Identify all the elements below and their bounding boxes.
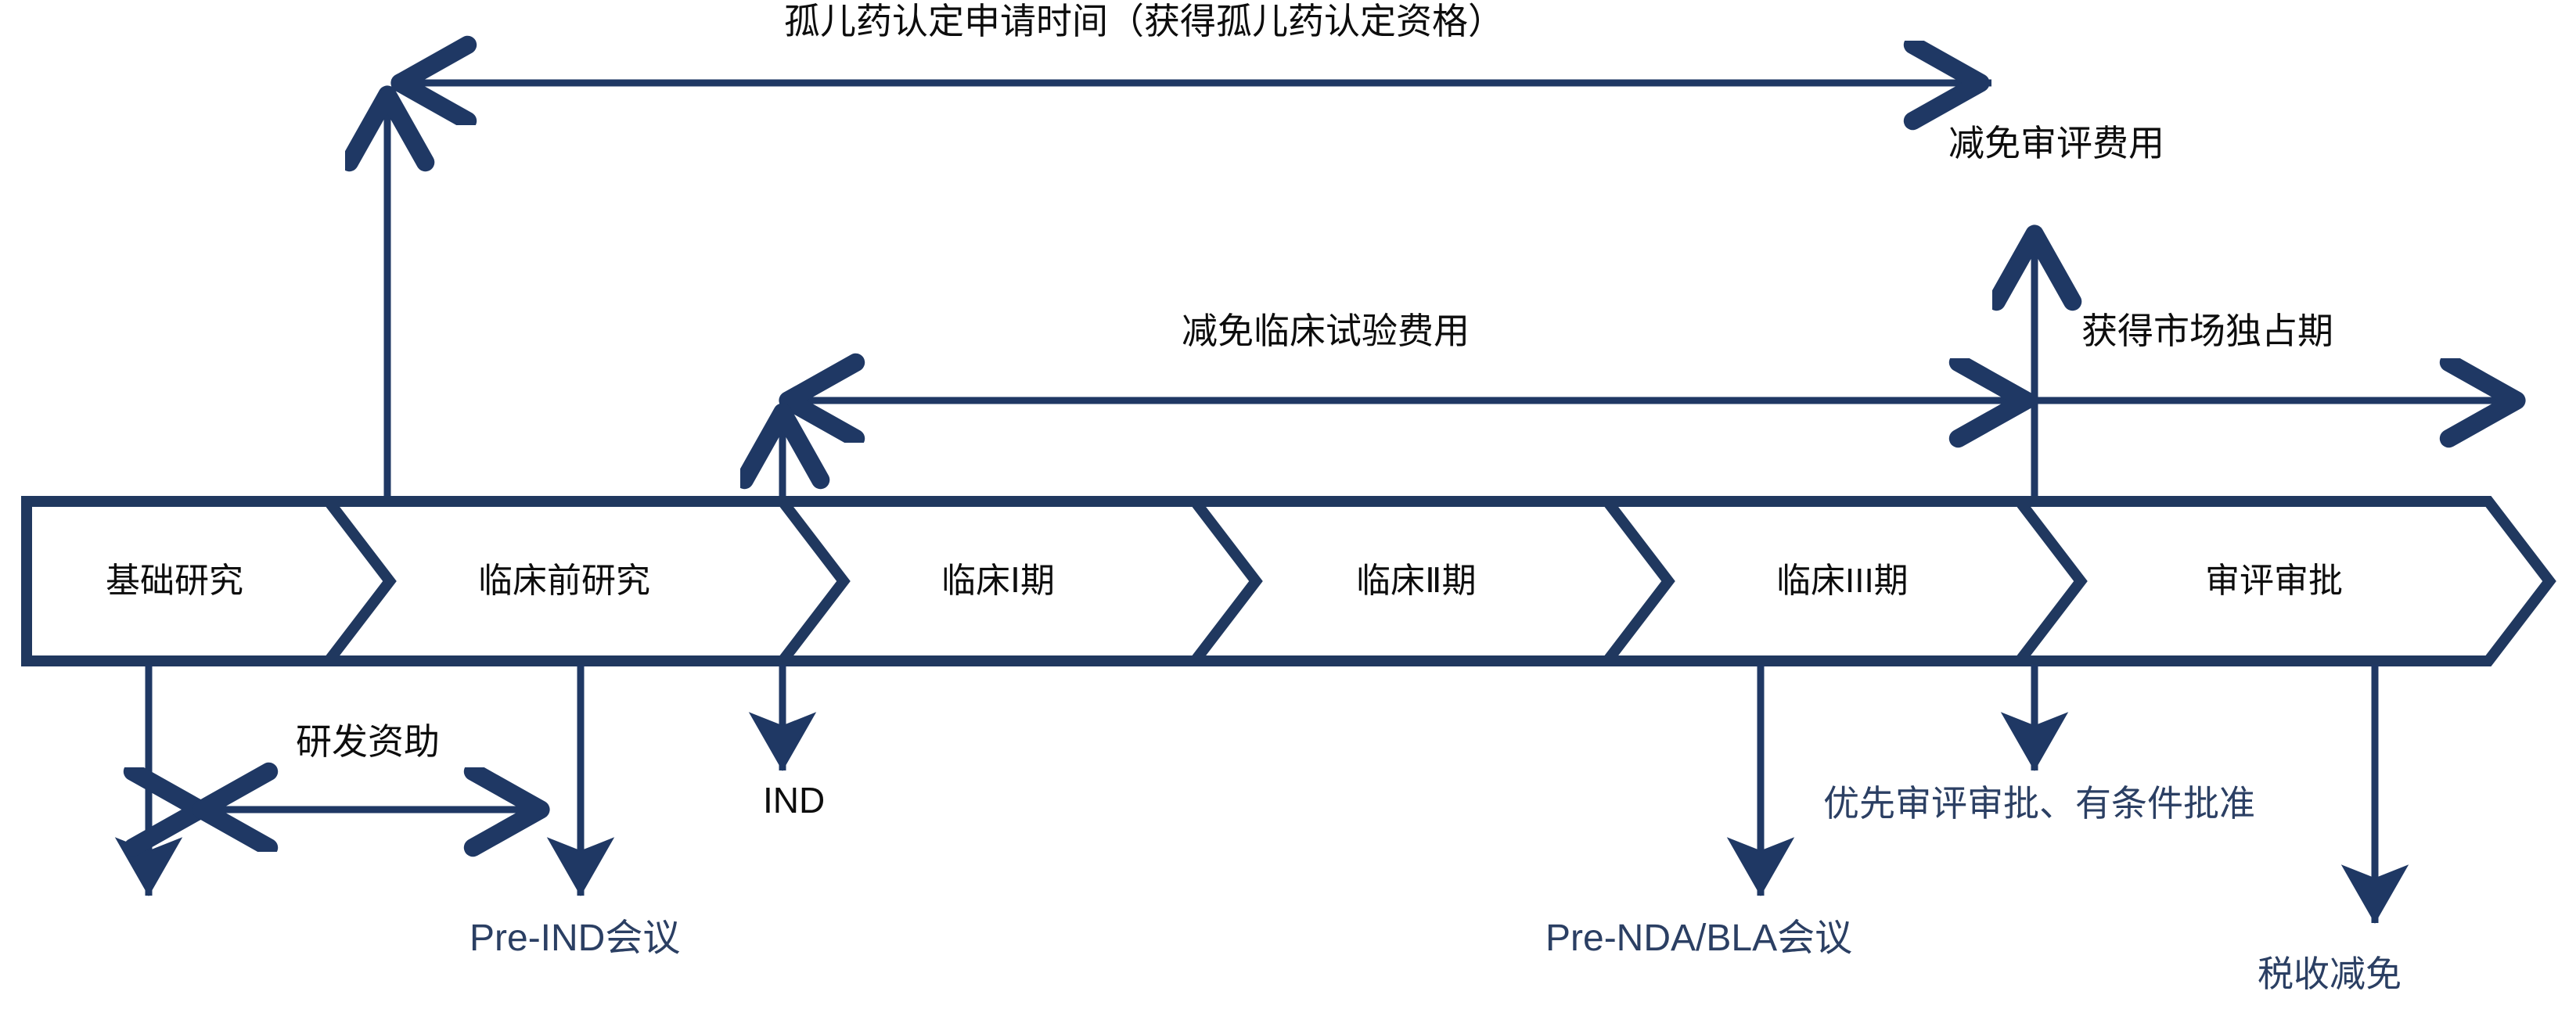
ind-label: IND: [763, 780, 826, 821]
pre-nda-bla-meeting-label: Pre-NDA/BLA会议: [1545, 918, 1853, 959]
process-bar-outline: [21, 496, 2556, 666]
clinical-fee-waiver-label: 减免临床试验费用: [1182, 311, 1470, 351]
review-fee-waiver-label: 减免审评费用: [1948, 123, 2164, 163]
orphan-designation-title: 孤儿药认定申请时间（获得孤儿药认定资格）: [784, 1, 1504, 41]
stage-label-review-approval: 审评审批: [2205, 562, 2343, 600]
orphan-designation-span-arrow: [387, 83, 1991, 501]
market-exclusivity-label: 获得市场独占期: [2081, 311, 2333, 351]
pre-ind-meeting-label: Pre-IND会议: [470, 918, 681, 959]
stage-label-basic-research: 基础研究: [106, 562, 243, 600]
rd-funding-label: 研发资助: [296, 721, 440, 762]
stage-label-clinical-phase-1: 临床Ⅰ期: [941, 562, 1055, 600]
stage-label-preclinical-research: 临床前研究: [478, 562, 650, 600]
stage-label-clinical-phase-2: 临床Ⅱ期: [1356, 562, 1477, 600]
tax-credit-label: 税收减免: [2258, 954, 2402, 994]
stage-label-clinical-phase-3: 临床III期: [1776, 562, 1909, 600]
priority-review-label: 优先审评审批、有条件批准: [1823, 783, 2255, 824]
clinical-fee-waiver-span-arrow: [783, 400, 2516, 501]
